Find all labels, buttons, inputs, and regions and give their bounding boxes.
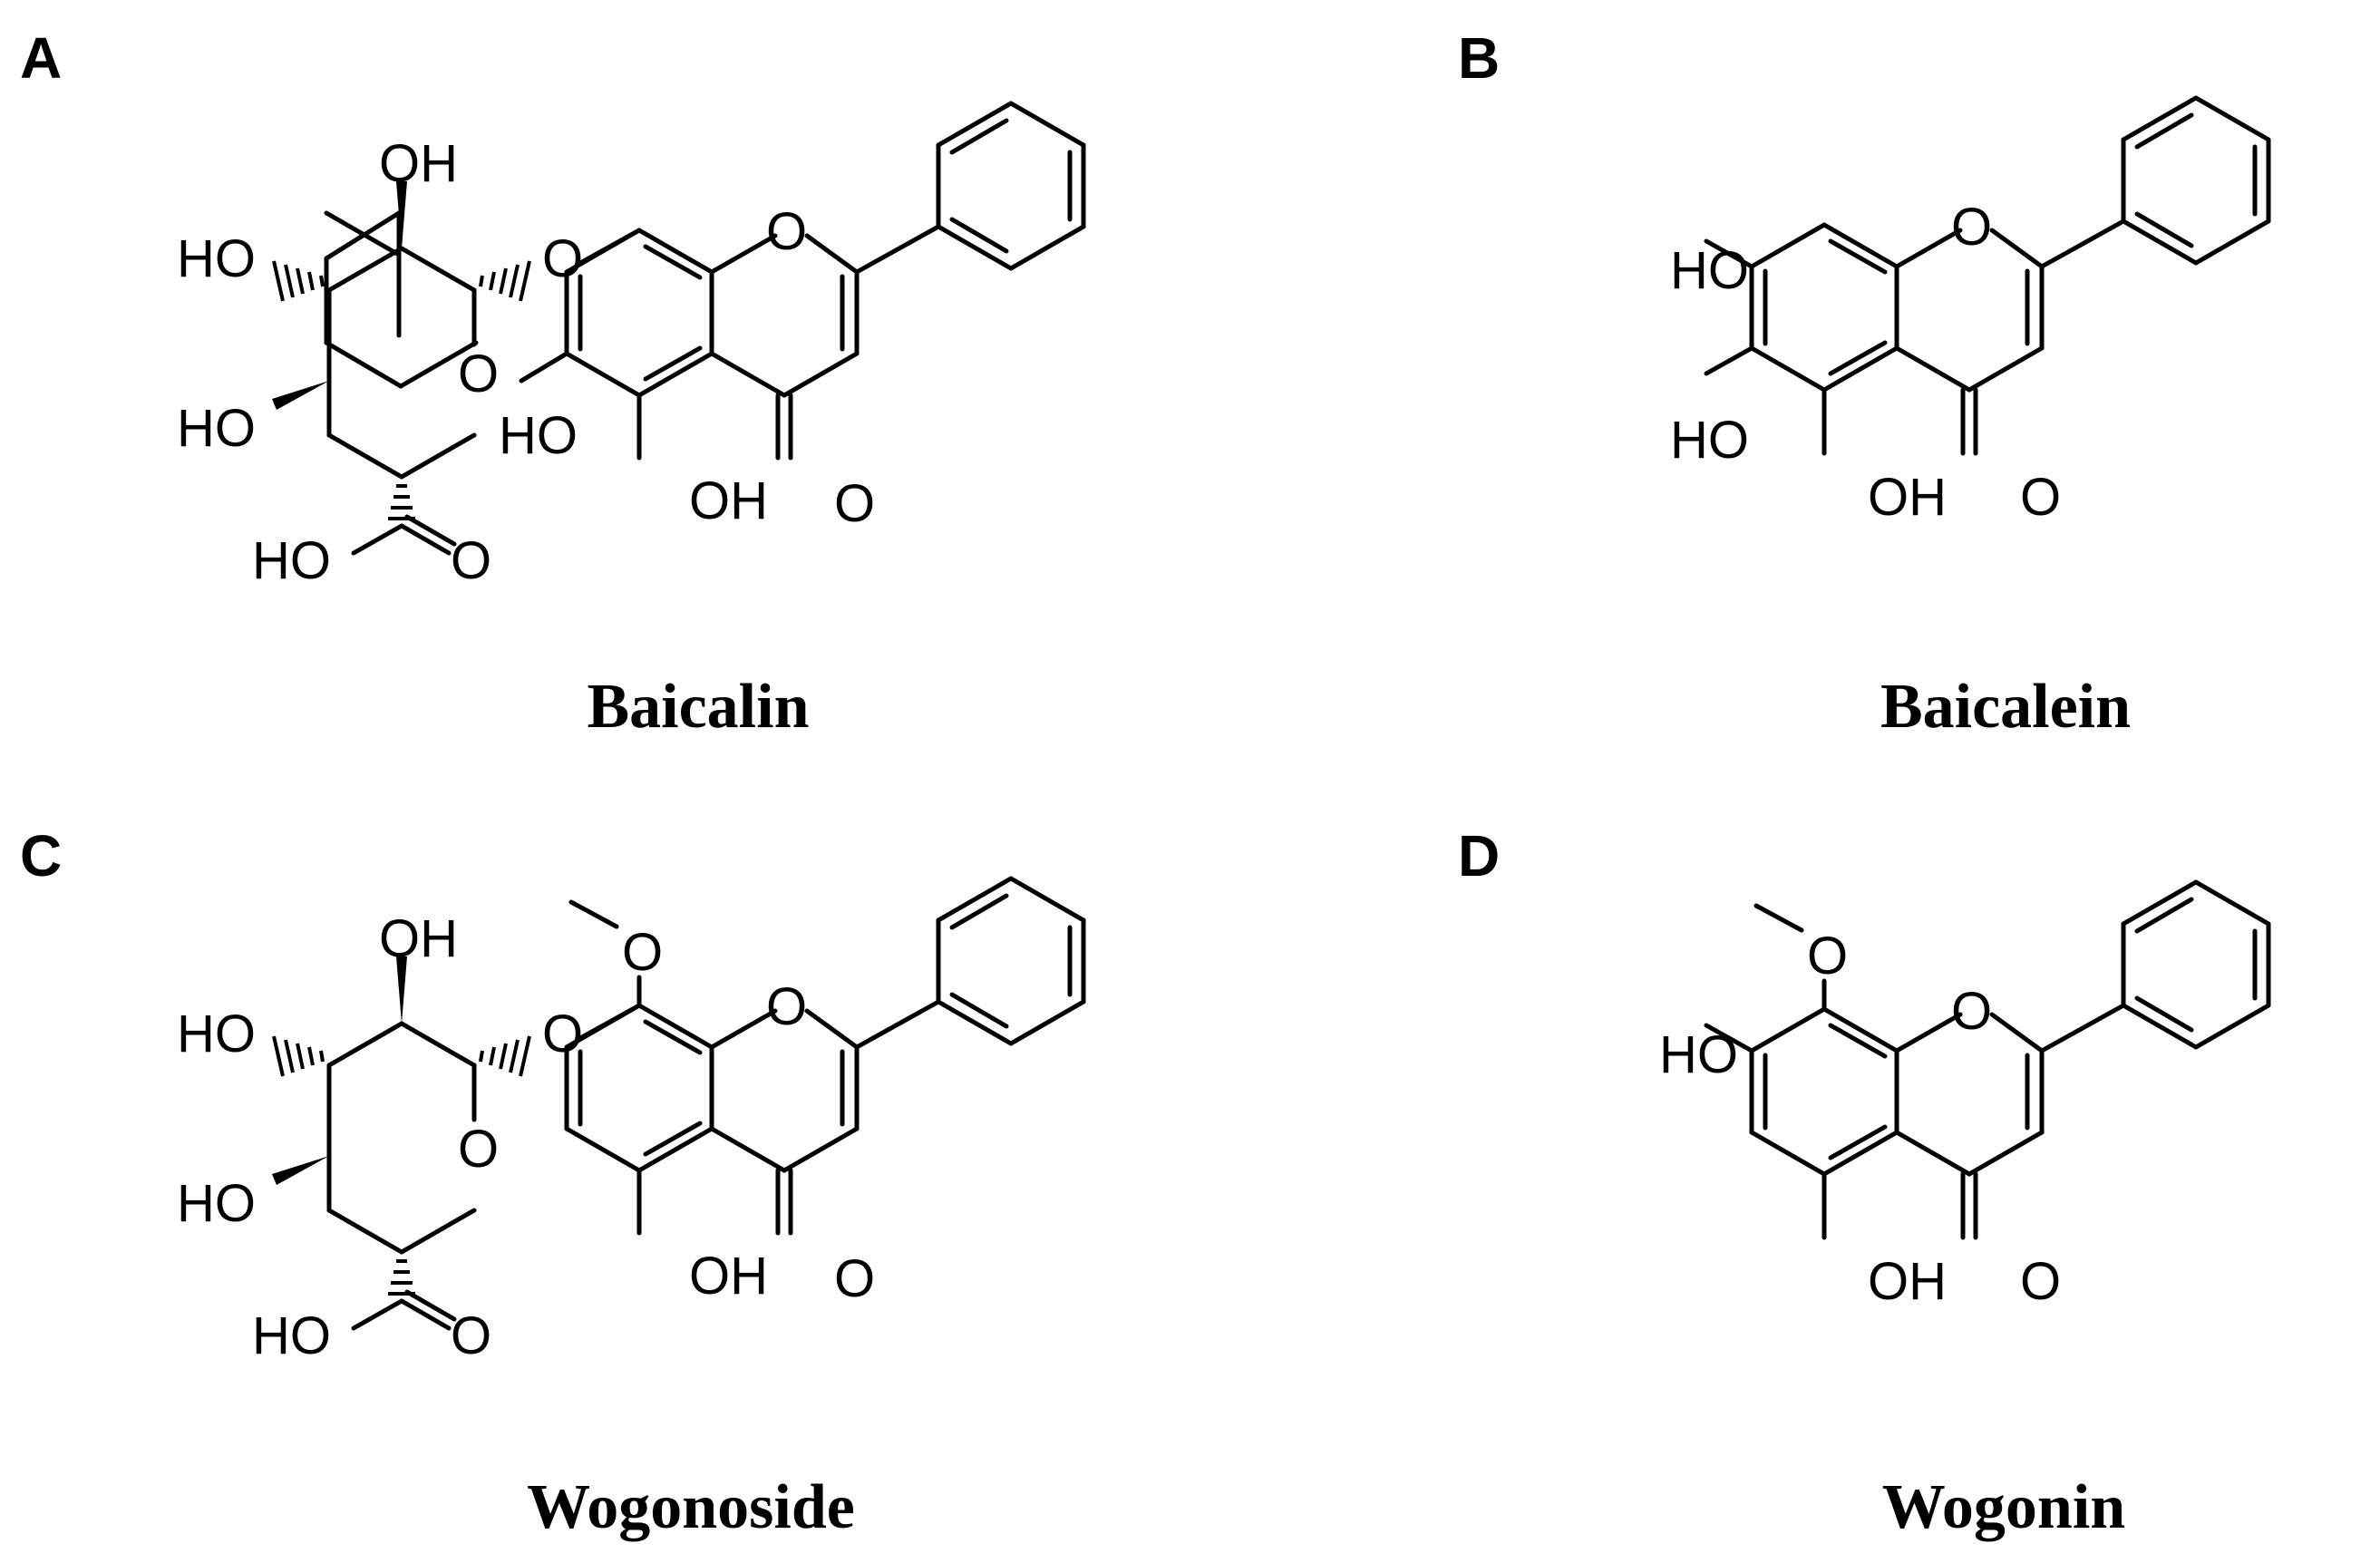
atom-ho: HO	[1659, 1025, 1738, 1084]
structure-baicalin: O OH HO HO HO O O	[177, 101, 1086, 590]
atom-oh: OH	[379, 909, 458, 968]
atom-glycosidic-o: O	[542, 1005, 583, 1063]
atom-carbonyl-o: O	[834, 1249, 875, 1308]
glucuronide-ring	[324, 210, 479, 389]
structure-wogonin: O HO OH O O	[1659, 879, 2271, 1311]
atom-oh: OH	[379, 134, 458, 193]
atom-oh: OH	[689, 1247, 768, 1306]
atom-ho: HO	[1670, 241, 1749, 300]
atom-oh: OH	[689, 471, 768, 530]
atom-o: O	[451, 531, 491, 590]
compound-name-baicalein: Baicalein	[1880, 672, 2132, 742]
atom-oh: OH	[1868, 1252, 1947, 1311]
compound-name-wogonin: Wogonin	[1881, 1472, 2126, 1542]
panel-letter-c: C	[20, 823, 63, 888]
atom-ring-o: O	[458, 345, 499, 403]
atom-methoxy-o: O	[622, 923, 663, 982]
atom-methoxy-o: O	[1807, 927, 1848, 985]
atom-carbonyl-o: O	[2020, 468, 2061, 527]
atom-o: O	[451, 1306, 491, 1365]
atom-ho: HO	[499, 406, 578, 465]
atom-glycosidic-o: O	[542, 229, 583, 288]
atom-ho: HO	[177, 1005, 256, 1063]
atom-pyrone-o: O	[1951, 198, 1992, 257]
compound-name-baicalin: Baicalin	[587, 672, 810, 742]
atom-ring-o: O	[458, 1120, 499, 1179]
panel-letter-b: B	[1458, 25, 1501, 91]
atom-ho: HO	[177, 1174, 256, 1233]
atom-ho: HO	[177, 229, 256, 288]
atom-ho: HO	[177, 399, 256, 458]
atom-carbonyl-o: O	[834, 474, 875, 533]
atom-pyrone-o: O	[766, 202, 807, 261]
atom-pyrone-o: O	[1951, 982, 1992, 1041]
atom-pyrone-o: O	[766, 977, 807, 1036]
atom-oh: OH	[1868, 468, 1947, 527]
panel-letter-d: D	[1458, 823, 1501, 888]
structure-wogonoside: O OH HO HO HO O O O	[177, 876, 1086, 1365]
atom-carbonyl-o: O	[2020, 1252, 2061, 1311]
compound-name-wogonoside: Wogonoside	[527, 1472, 855, 1542]
atom-ho: HO	[252, 531, 331, 590]
atom-ho: HO	[252, 1306, 331, 1365]
panel-letter-a: A	[20, 25, 63, 91]
structure-baicalein: HO HO OH O O	[1670, 95, 2271, 527]
atom-ho: HO	[1670, 411, 1749, 470]
